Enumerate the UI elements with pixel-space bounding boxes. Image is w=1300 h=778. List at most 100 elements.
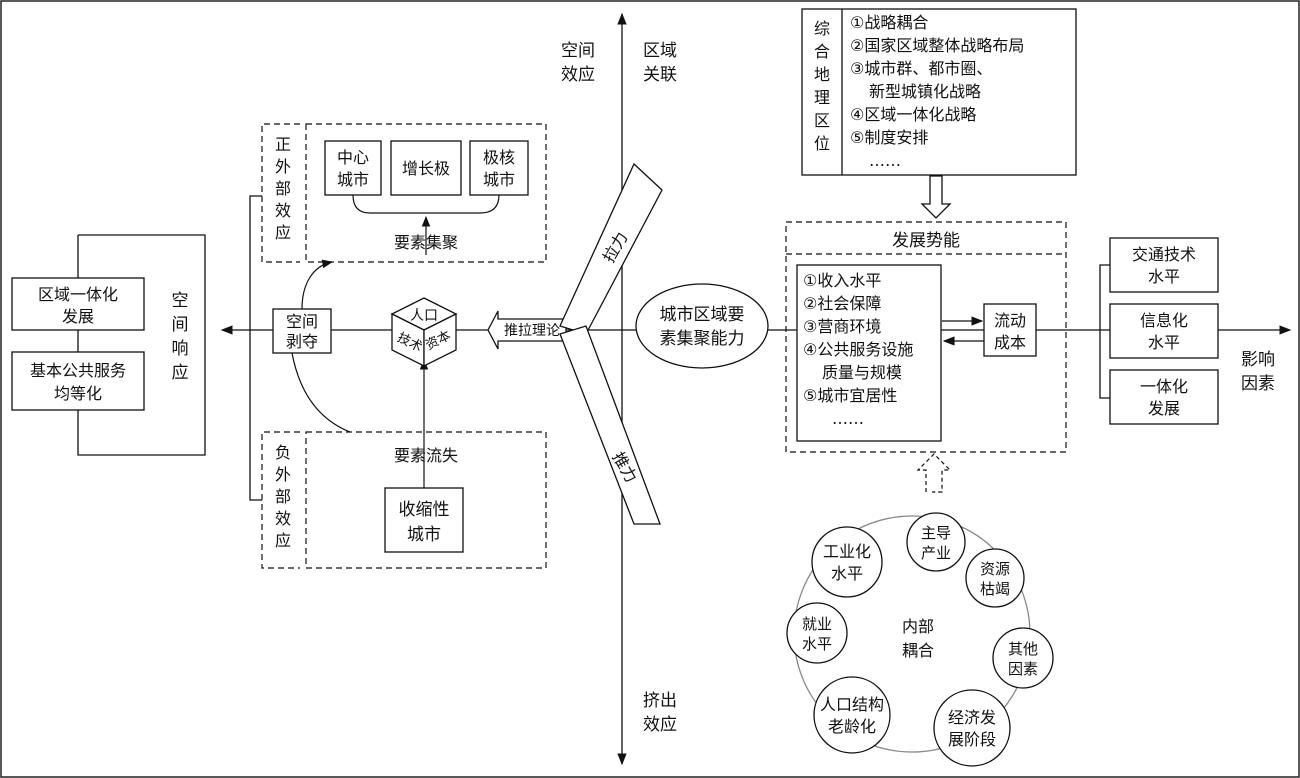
push-band bbox=[559, 325, 661, 525]
geo-title-2: 合 bbox=[814, 42, 830, 61]
employment-line-2: 水平 bbox=[802, 635, 832, 653]
negative-side-bracket bbox=[261, 431, 300, 569]
regional-integration-line-2: 发展 bbox=[62, 307, 94, 326]
axis-label-regional-link-2: 关联 bbox=[643, 65, 677, 85]
dp-item-7: …… bbox=[832, 409, 864, 428]
positive-side-bracket bbox=[261, 123, 300, 263]
cities-brace bbox=[352, 194, 500, 214]
regional-integration-box bbox=[11, 277, 145, 331]
ellipse-line-1: 城市区域要 bbox=[660, 305, 745, 325]
coupling-to-potential-arrow bbox=[916, 453, 952, 493]
dp-item-6: ⑤城市宜居性 bbox=[803, 386, 897, 405]
geo-location-box bbox=[801, 8, 1077, 176]
resource-depletion-line-2: 枯竭 bbox=[980, 580, 1010, 598]
axis-label-regional-link-1: 区域 bbox=[643, 41, 677, 61]
agglomeration-caption: 要素集聚 bbox=[394, 233, 458, 252]
dp-item-5: 质量与规模 bbox=[822, 363, 902, 382]
geo-title-5: 区 bbox=[814, 111, 830, 130]
geo-item-1: ①战略耦合 bbox=[850, 13, 928, 32]
factor-information-line-2: 水平 bbox=[1148, 333, 1180, 352]
shrinking-city-line-2: 城市 bbox=[407, 525, 441, 545]
economic-stage-line-2: 展阶段 bbox=[948, 730, 996, 749]
factor-box-information bbox=[1109, 303, 1219, 359]
factor-transport-line-1: 交通技术 bbox=[1132, 245, 1196, 264]
geo-item-2: ②国家区域整体战略布局 bbox=[850, 36, 1024, 55]
factor-box-integration bbox=[1109, 369, 1219, 425]
shrinking-city-line-1: 收缩性 bbox=[399, 500, 450, 520]
factor-circle-employment bbox=[786, 602, 848, 664]
central-city-line-1: 中心 bbox=[337, 148, 369, 167]
factor-circle-leading-industry bbox=[906, 512, 966, 572]
leading-industry-line-1: 主导 bbox=[921, 524, 951, 542]
growth-pole-label: 增长极 bbox=[402, 159, 450, 178]
shrinking-city-box bbox=[384, 487, 464, 553]
coupling-center-2: 耦合 bbox=[902, 641, 934, 660]
other-factors-line-2: 因素 bbox=[1008, 660, 1038, 678]
dp-item-3: ③营商环境 bbox=[803, 317, 881, 336]
geo-item-3: ③城市群、都市圈、 bbox=[850, 59, 992, 78]
push-pull-arrow bbox=[487, 310, 567, 350]
central-city-box bbox=[324, 140, 382, 196]
loss-caption: 要素流失 bbox=[394, 446, 458, 465]
factor-integration-line-1: 一体化 bbox=[1140, 377, 1188, 396]
externality-bracket bbox=[249, 195, 262, 501]
flow-cost-line-1: 流动 bbox=[994, 311, 1026, 330]
growth-pole-box bbox=[390, 140, 462, 196]
industrialization-line-1: 工业化 bbox=[823, 542, 871, 561]
space-deprivation-line-1: 空间 bbox=[286, 312, 318, 331]
resource-depletion-line-1: 资源 bbox=[980, 560, 1010, 578]
positive-side-1: 正 bbox=[275, 135, 291, 154]
core-city-line-2: 城市 bbox=[483, 170, 515, 189]
geo-item-7: …… bbox=[869, 151, 901, 170]
industrialization-line-2: 水平 bbox=[831, 564, 863, 583]
dp-item-1: ①收入水平 bbox=[803, 271, 881, 290]
geo-item-5: ④区域一体化战略 bbox=[850, 105, 976, 124]
agglomeration-capacity-ellipse bbox=[635, 283, 769, 369]
aging-line-1: 人口结构 bbox=[820, 695, 884, 714]
positive-side-5: 应 bbox=[275, 223, 291, 242]
ellipse-line-2: 素集聚能力 bbox=[660, 329, 745, 349]
development-potential-title: 发展势能 bbox=[892, 231, 960, 251]
positive-side-4: 效 bbox=[275, 201, 291, 220]
attraction-factors-box bbox=[796, 264, 942, 442]
negative-side-3: 部 bbox=[275, 487, 291, 506]
axis-label-factors-1: 影响 bbox=[1241, 350, 1275, 370]
regional-integration-line-1: 区域一体化 bbox=[38, 285, 118, 304]
axis-label-factors-2: 因素 bbox=[1241, 374, 1275, 394]
cube-icon bbox=[390, 297, 458, 368]
factors-bracket bbox=[1099, 264, 1110, 399]
dp-item-4: ④公共服务设施 bbox=[803, 340, 913, 359]
space-deprivation-line-2: 剥夺 bbox=[286, 332, 318, 351]
leading-industry-line-2: 产业 bbox=[921, 544, 951, 562]
geo-item-6: ⑤制度安排 bbox=[850, 128, 928, 147]
public-service-line-2: 均等化 bbox=[54, 384, 102, 403]
cube-top-label: 人口 bbox=[410, 308, 438, 324]
core-city-line-1: 极核 bbox=[483, 148, 515, 167]
factor-circle-aging bbox=[813, 676, 891, 754]
positive-side-3: 部 bbox=[275, 179, 291, 198]
negative-side-5: 应 bbox=[275, 531, 291, 550]
public-service-line-1: 基本公共服务 bbox=[30, 361, 126, 380]
axis-label-space-effect-2: 效应 bbox=[561, 65, 595, 85]
response-title-1: 空 bbox=[172, 291, 189, 311]
employment-line-1: 就业 bbox=[802, 615, 832, 633]
public-service-box bbox=[11, 351, 145, 411]
factor-box-transport bbox=[1109, 237, 1219, 293]
response-title-3: 响 bbox=[172, 339, 189, 359]
positive-externality-box bbox=[305, 123, 547, 263]
axis-label-space-effect-1: 空间 bbox=[561, 41, 595, 61]
core-city-box bbox=[469, 140, 529, 196]
factor-transport-line-2: 水平 bbox=[1148, 267, 1180, 286]
aging-line-2: 老龄化 bbox=[828, 717, 876, 736]
factor-circle-economic-stage bbox=[933, 689, 1011, 767]
space-deprivation-box bbox=[272, 308, 332, 354]
coupling-center-1: 内部 bbox=[902, 617, 934, 636]
push-pull-theory: 推拉理论 bbox=[504, 323, 560, 339]
geo-to-potential-arrow bbox=[920, 175, 952, 219]
geo-title-4: 理 bbox=[814, 88, 830, 107]
factor-information-line-1: 信息化 bbox=[1140, 311, 1188, 330]
negative-side-1: 负 bbox=[275, 443, 291, 462]
central-city-line-2: 城市 bbox=[337, 170, 369, 189]
